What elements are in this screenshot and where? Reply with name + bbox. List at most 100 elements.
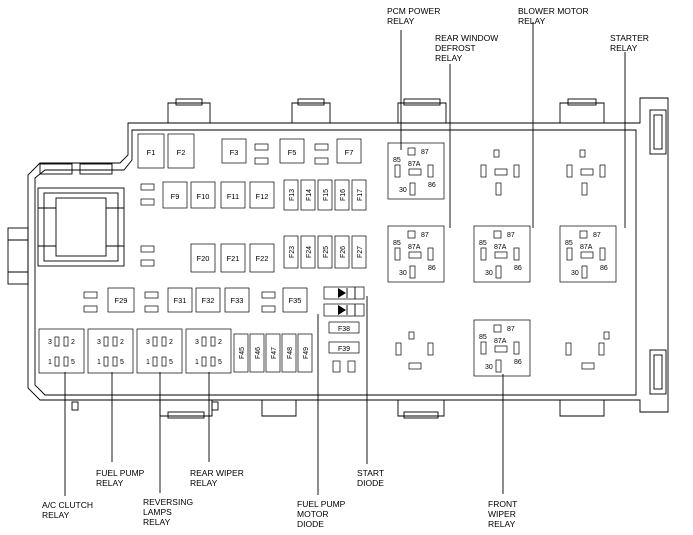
fuel-pump-relay: 3 2 1 5	[87, 328, 134, 374]
front-wiper-relay: 87 85 87A 86 30	[473, 319, 531, 377]
blower-pin-87a: 87A	[494, 244, 507, 251]
fuse-f11-label: F11	[227, 192, 239, 201]
fuses: F1 F2 F3 F5 F7 F9 F10 F11	[107, 133, 367, 373]
reversing-relay-pin-5: 5	[169, 359, 173, 366]
start-diode	[323, 286, 365, 300]
fuse-f10: F10	[190, 181, 216, 209]
defrost-pin-86: 86	[428, 265, 436, 272]
pcm-pin-87a: 87A	[408, 161, 421, 168]
fuel-pump-relay-pin-3: 3	[97, 339, 101, 346]
ac-clutch-pin-2: 2	[71, 339, 75, 346]
reversing-lamps-relay: 3 2 1 5	[136, 328, 183, 374]
callout-ac-clutch-line1: A/C CLUTCH	[42, 500, 93, 510]
ac-clutch-relay: 3 2 1 5	[38, 328, 85, 374]
callout-front-wiper-line3: RELAY	[488, 519, 516, 529]
terminal-slots	[83, 143, 329, 313]
fuse-f23: F23	[283, 235, 299, 269]
fuel-pump-relay-pin-2: 2	[120, 339, 124, 346]
blower-motor-relay: 87 85 87A 86 30	[473, 225, 531, 283]
callout-starter-relay: STARTER RELAY	[610, 33, 649, 53]
fuse-f31: F31	[167, 287, 193, 313]
fuse-f16: F16	[334, 179, 350, 211]
pcm-pin-87: 87	[421, 149, 429, 156]
blower-pin-30: 30	[485, 270, 493, 277]
pcm-power-relay: 87 85 87A 86 30	[387, 142, 445, 200]
fuse-f24: F24	[300, 235, 316, 269]
fuse-f38-label: F38	[338, 326, 350, 333]
fuse-f48: F48	[281, 333, 297, 373]
rear-wiper-relay-pin-1: 1	[195, 359, 199, 366]
callout-defrost-line2: DEFROST	[435, 43, 476, 53]
fuse-f26-label: F26	[340, 246, 347, 258]
fuse-f20-label: F20	[197, 254, 210, 263]
blower-pin-86: 86	[514, 265, 522, 272]
pcm-pin-85: 85	[393, 157, 401, 164]
starter-pin-87a: 87A	[580, 244, 593, 251]
callout-start-diode: START DIODE	[357, 468, 384, 488]
fuse-f38: F38	[328, 321, 360, 334]
fuse-f1: F1	[137, 133, 165, 169]
fuse-f33-label: F33	[231, 296, 244, 305]
fuse-f3: F3	[221, 138, 247, 164]
defrost-pin-85: 85	[393, 240, 401, 247]
fuse-f9-label: F9	[171, 192, 180, 201]
callout-reversing-line1: REVERSING	[143, 497, 193, 507]
fuse-f14-label: F14	[306, 189, 313, 201]
fuel-pump-motor-diode	[323, 303, 365, 317]
callout-front-wiper-relay: FRONT WIPER RELAY	[488, 499, 517, 529]
fuse-f47: F47	[265, 333, 281, 373]
fuse-f49: F49	[297, 333, 313, 373]
front-wiper-pin-30: 30	[485, 364, 493, 371]
fuse-f49-label: F49	[303, 347, 310, 359]
fuse-f27: F27	[351, 235, 367, 269]
fuse-f21-label: F21	[227, 254, 240, 263]
callout-ac-clutch-line2: RELAY	[42, 510, 70, 520]
callout-starter-line2: RELAY	[610, 43, 638, 53]
defrost-pin-87: 87	[421, 232, 429, 239]
callout-defrost-line1: REAR WINDOW	[435, 33, 498, 43]
callout-starter-line1: STARTER	[610, 33, 649, 43]
starter-pin-30: 30	[571, 270, 579, 277]
fuse-f39-label: F39	[338, 346, 350, 353]
fuse-f27-label: F27	[357, 246, 364, 258]
fuse-f35-label: F35	[289, 296, 302, 305]
fuse-f23-label: F23	[289, 246, 296, 258]
fuse-f15: F15	[317, 179, 333, 211]
rear-window-defrost-relay: 87 85 87A 86 30	[387, 225, 445, 283]
fuse-box-housing	[7, 97, 669, 419]
fuse-f2-label: F2	[177, 148, 186, 157]
fuse-f45: F45	[233, 333, 249, 373]
callout-fuel-diode-line3: DIODE	[297, 519, 324, 529]
reversing-relay-pin-2: 2	[169, 339, 173, 346]
rear-wiper-relay-pin-2: 2	[218, 339, 222, 346]
fuse-f26: F26	[334, 235, 350, 269]
callout-fuel-pump-line1: FUEL PUMP	[96, 468, 145, 478]
front-wiper-pin-87: 87	[507, 326, 515, 333]
fuse-f11: F11	[220, 181, 246, 209]
reversing-relay-pin-1: 1	[146, 359, 150, 366]
fuse-f15-label: F15	[323, 189, 330, 201]
defrost-pin-87a: 87A	[408, 244, 421, 251]
starter-relay: 87 85 87A 86 30	[559, 225, 617, 283]
blower-pin-85: 85	[479, 240, 487, 247]
front-wiper-pin-87a: 87A	[494, 338, 507, 345]
fuse-f22-label: F22	[256, 254, 269, 263]
ac-clutch-pin-1: 1	[48, 359, 52, 366]
callout-reversing-lamps-relay: REVERSING LAMPS RELAY	[143, 497, 193, 527]
empty-relay-sockets	[395, 149, 610, 370]
fuse-f7-label: F7	[345, 148, 354, 157]
fuse-f7: F7	[336, 138, 362, 164]
fuse-f12-label: F12	[256, 192, 269, 201]
fuel-pump-relay-pin-5: 5	[120, 359, 124, 366]
fuel-pump-relay-pin-1: 1	[97, 359, 101, 366]
fuse-f1-label: F1	[147, 148, 156, 157]
fuse-f14: F14	[300, 179, 316, 211]
front-wiper-pin-85: 85	[479, 334, 487, 341]
fuse-f2: F2	[167, 133, 195, 169]
callout-fuel-diode-line2: MOTOR	[297, 509, 328, 519]
callout-ac-clutch-relay: A/C CLUTCH RELAY	[42, 500, 93, 520]
fuse-f12: F12	[249, 181, 275, 209]
rear-wiper-relay: 3 2 1 5	[185, 328, 232, 374]
fuse-f35: F35	[282, 287, 308, 313]
